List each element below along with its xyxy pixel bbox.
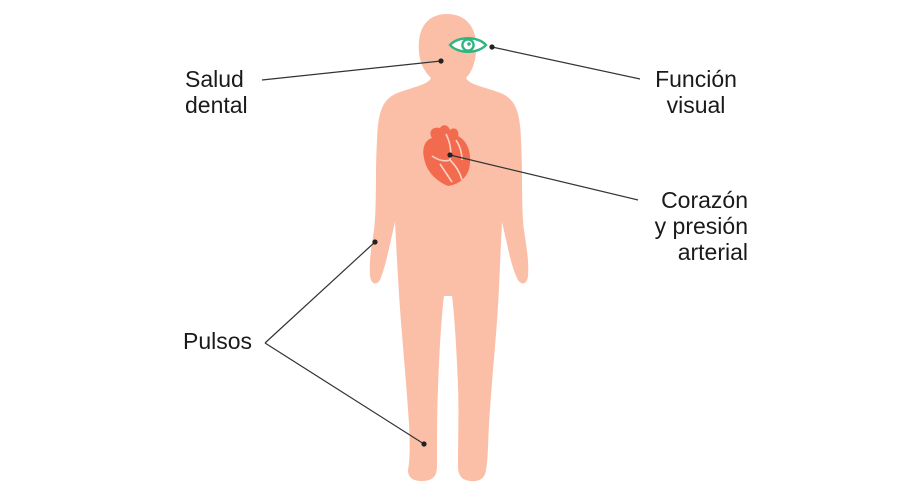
label-dental-line1: Salud <box>185 66 244 92</box>
label-pulses: Pulsos <box>183 328 252 354</box>
dot-dental <box>438 58 444 64</box>
leader-line-pulse-ankle <box>264 342 425 445</box>
heart-vessel-2 <box>431 155 451 162</box>
dot-pulse-ankle <box>421 441 427 447</box>
heart-icon <box>423 125 471 186</box>
label-dental: Salud dental <box>185 66 248 118</box>
heart-vessel-4 <box>439 163 453 183</box>
leader-line-vision <box>491 46 641 80</box>
heart-vessel-3 <box>449 159 463 181</box>
label-heart: Corazón y presión arterial <box>636 187 748 265</box>
eye-pupil <box>467 42 471 46</box>
label-pulses-line1: Pulsos <box>183 328 253 354</box>
label-dental-line2: dental <box>185 92 248 118</box>
body-silhouette <box>369 14 529 482</box>
dot-vision <box>489 44 495 50</box>
leader-line-dental <box>261 60 442 81</box>
label-heart-line3: arterial <box>677 239 748 265</box>
label-vision-line1: Función <box>655 66 737 92</box>
dot-pulse-wrist <box>372 239 378 245</box>
eye-icon <box>448 37 488 53</box>
leader-line-pulse-wrist <box>264 241 376 344</box>
label-heart-line1: Corazón <box>661 187 748 213</box>
label-vision-line2: visual <box>666 92 726 118</box>
dot-heart <box>447 152 453 158</box>
leader-line-heart <box>449 154 639 201</box>
label-vision: Función visual <box>648 66 744 118</box>
label-heart-line2: y presión <box>654 213 748 239</box>
eye-iris <box>461 38 475 52</box>
